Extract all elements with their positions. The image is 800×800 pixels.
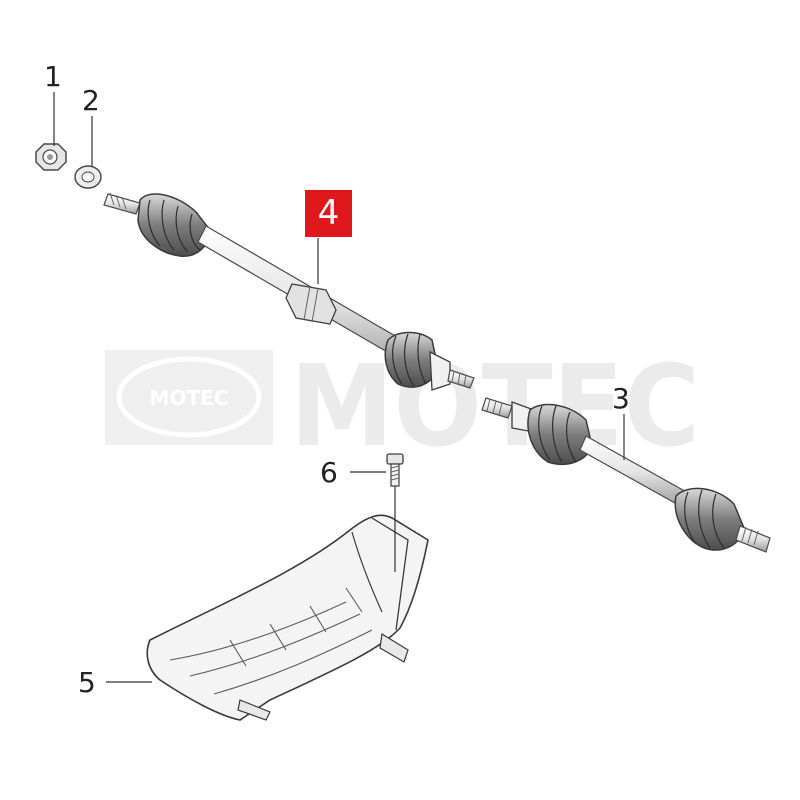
watermark-logo-oval xyxy=(116,356,262,438)
part-1-nut xyxy=(35,143,67,171)
callout-3: 3 xyxy=(612,382,630,415)
part-3-drive-shaft xyxy=(481,397,771,553)
callout-2: 2 xyxy=(82,84,100,117)
leader-lines xyxy=(53,92,625,683)
part-5-shield xyxy=(146,514,429,721)
callout-4-highlight xyxy=(305,190,352,237)
part-4-drive-shaft xyxy=(103,192,475,391)
callout-5: 5 xyxy=(78,666,96,699)
part-2-washer xyxy=(74,165,102,189)
watermark-logo-box xyxy=(105,350,273,445)
watermark-logo-text: MOTEC xyxy=(150,386,229,410)
callout-6: 6 xyxy=(320,456,338,489)
callout-1: 1 xyxy=(44,60,62,93)
callout-4: 4 xyxy=(317,193,340,233)
